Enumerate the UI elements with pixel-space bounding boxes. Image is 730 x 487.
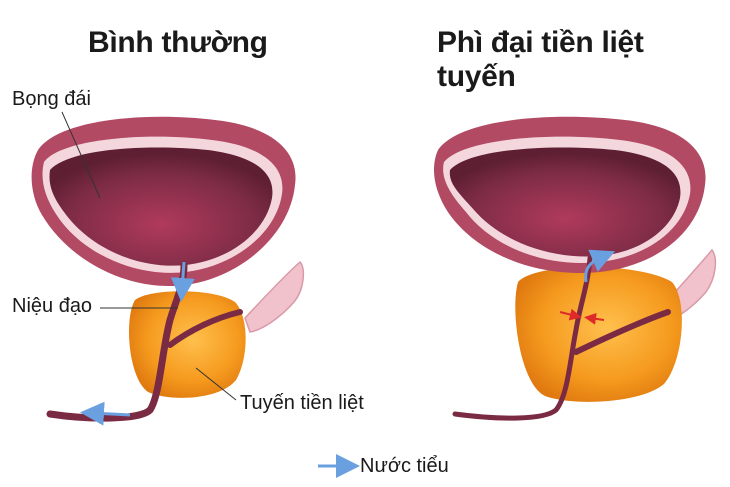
title-enlarged: Phì đại tiền liệt tuyến [437,26,644,93]
compression-arrow-left [559,308,582,321]
urine-arrow-left-top [170,261,195,302]
bladder-inner-right [449,147,681,257]
label-prostate: Tuyến tiền liệt [240,392,364,414]
label-bladder: Bọng đái [12,88,91,110]
duct-right [573,309,671,355]
leader-bladder [61,111,101,199]
seminal-vesicle-left [244,260,305,333]
compression-arrow-right [584,312,605,325]
enlarged-diagram [434,116,717,421]
duct-left [167,309,243,348]
title-normal: Bình thường [88,26,268,59]
normal-diagram [31,111,305,426]
urine-arrow-left-bottom [80,401,131,426]
urethra-right [452,255,593,421]
bladder-inner-left [49,147,273,266]
legend-urine-label: Nước tiểu [360,455,449,477]
label-urethra: Niệu đạo [12,295,93,317]
prostate-left [128,291,246,398]
prostate-right [515,267,682,402]
leader-prostate [195,367,237,401]
urine-arrow-right [584,249,616,283]
